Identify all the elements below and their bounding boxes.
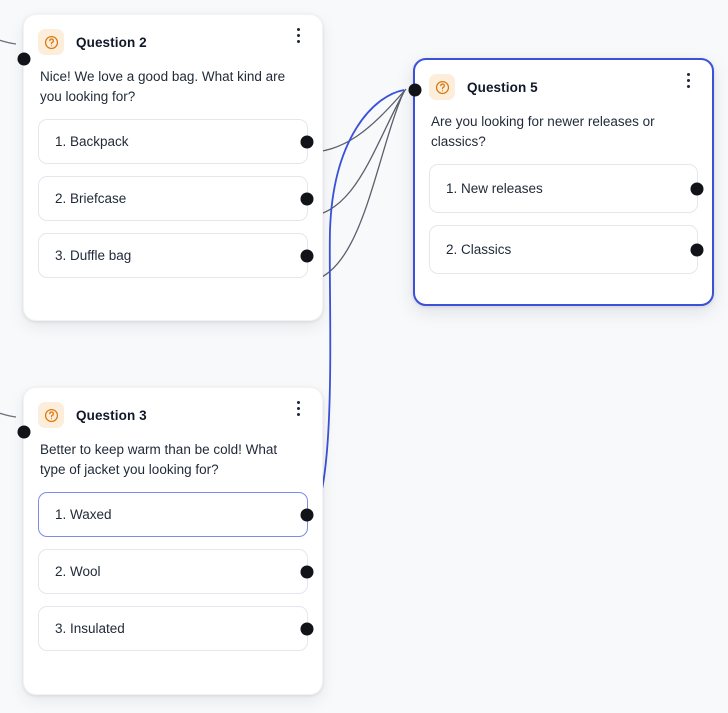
option-list: 1. New releases 2. Classics bbox=[415, 154, 712, 288]
option-label: 1. New releases bbox=[446, 181, 543, 196]
question-circle-icon bbox=[38, 29, 64, 55]
node-input-handle[interactable] bbox=[17, 52, 31, 66]
option-output-handle[interactable] bbox=[300, 135, 314, 148]
option-label: 1. Backpack bbox=[55, 134, 129, 149]
kebab-menu-icon[interactable] bbox=[680, 71, 696, 89]
node-prompt: Nice! We love a good bag. What kind are … bbox=[40, 69, 286, 104]
node-prompt: Better to keep warm than be cold! What t… bbox=[40, 442, 278, 477]
option-output-handle[interactable] bbox=[690, 182, 704, 195]
kebab-menu-icon[interactable] bbox=[290, 26, 306, 44]
node-title: Question 5 bbox=[467, 79, 538, 95]
option-list: 1. Waxed 2. Wool 3. Insulated bbox=[24, 482, 322, 665]
edge-offscreen-to-q3 bbox=[0, 412, 17, 418]
option-output-handle[interactable] bbox=[300, 508, 314, 521]
option-output-handle[interactable] bbox=[690, 243, 704, 256]
option-output-handle[interactable] bbox=[300, 192, 314, 205]
option-item[interactable]: 1. Waxed bbox=[38, 492, 314, 537]
option-output-handle[interactable] bbox=[300, 622, 314, 635]
node-question-5[interactable]: Question 5 Are you looking for newer rel… bbox=[408, 58, 714, 306]
option-label: 2. Wool bbox=[55, 564, 101, 579]
node-question-2[interactable]: Question 2 Nice! We love a good bag. Wha… bbox=[17, 14, 323, 321]
node-input-handle[interactable] bbox=[408, 83, 422, 97]
option-item[interactable]: 3. Insulated bbox=[38, 606, 314, 651]
option-label: 3. Duffle bag bbox=[55, 248, 132, 263]
question-circle-icon bbox=[429, 74, 455, 100]
option-item[interactable]: 1. Backpack bbox=[38, 119, 314, 164]
edge-offscreen-to-q2 bbox=[0, 39, 17, 45]
node-header: Question 5 bbox=[415, 60, 712, 100]
option-item[interactable]: 2. Wool bbox=[38, 549, 314, 594]
node-title: Question 2 bbox=[76, 34, 147, 50]
node-input-handle[interactable] bbox=[17, 425, 31, 439]
node-title: Question 3 bbox=[76, 407, 147, 423]
option-item[interactable]: 1. New releases bbox=[429, 164, 704, 213]
option-item[interactable]: 3. Duffle bag bbox=[38, 233, 314, 278]
option-label: 2. Classics bbox=[446, 242, 512, 257]
node-question-3[interactable]: Question 3 Better to keep warm than be c… bbox=[17, 387, 323, 695]
option-label: 1. Waxed bbox=[55, 507, 112, 522]
node-prompt: Are you looking for newer releases or cl… bbox=[431, 114, 655, 149]
question-circle-icon bbox=[38, 402, 64, 428]
node-header: Question 3 bbox=[24, 388, 322, 428]
option-label: 3. Insulated bbox=[55, 621, 125, 636]
option-output-handle[interactable] bbox=[300, 565, 314, 578]
option-item[interactable]: 2. Classics bbox=[429, 225, 704, 274]
node-header: Question 2 bbox=[24, 15, 322, 55]
option-item[interactable]: 2. Briefcase bbox=[38, 176, 314, 221]
option-label: 2. Briefcase bbox=[55, 191, 127, 206]
option-list: 1. Backpack 2. Briefcase 3. Duffle bag bbox=[24, 109, 322, 292]
option-output-handle[interactable] bbox=[300, 249, 314, 262]
kebab-menu-icon[interactable] bbox=[290, 399, 306, 417]
